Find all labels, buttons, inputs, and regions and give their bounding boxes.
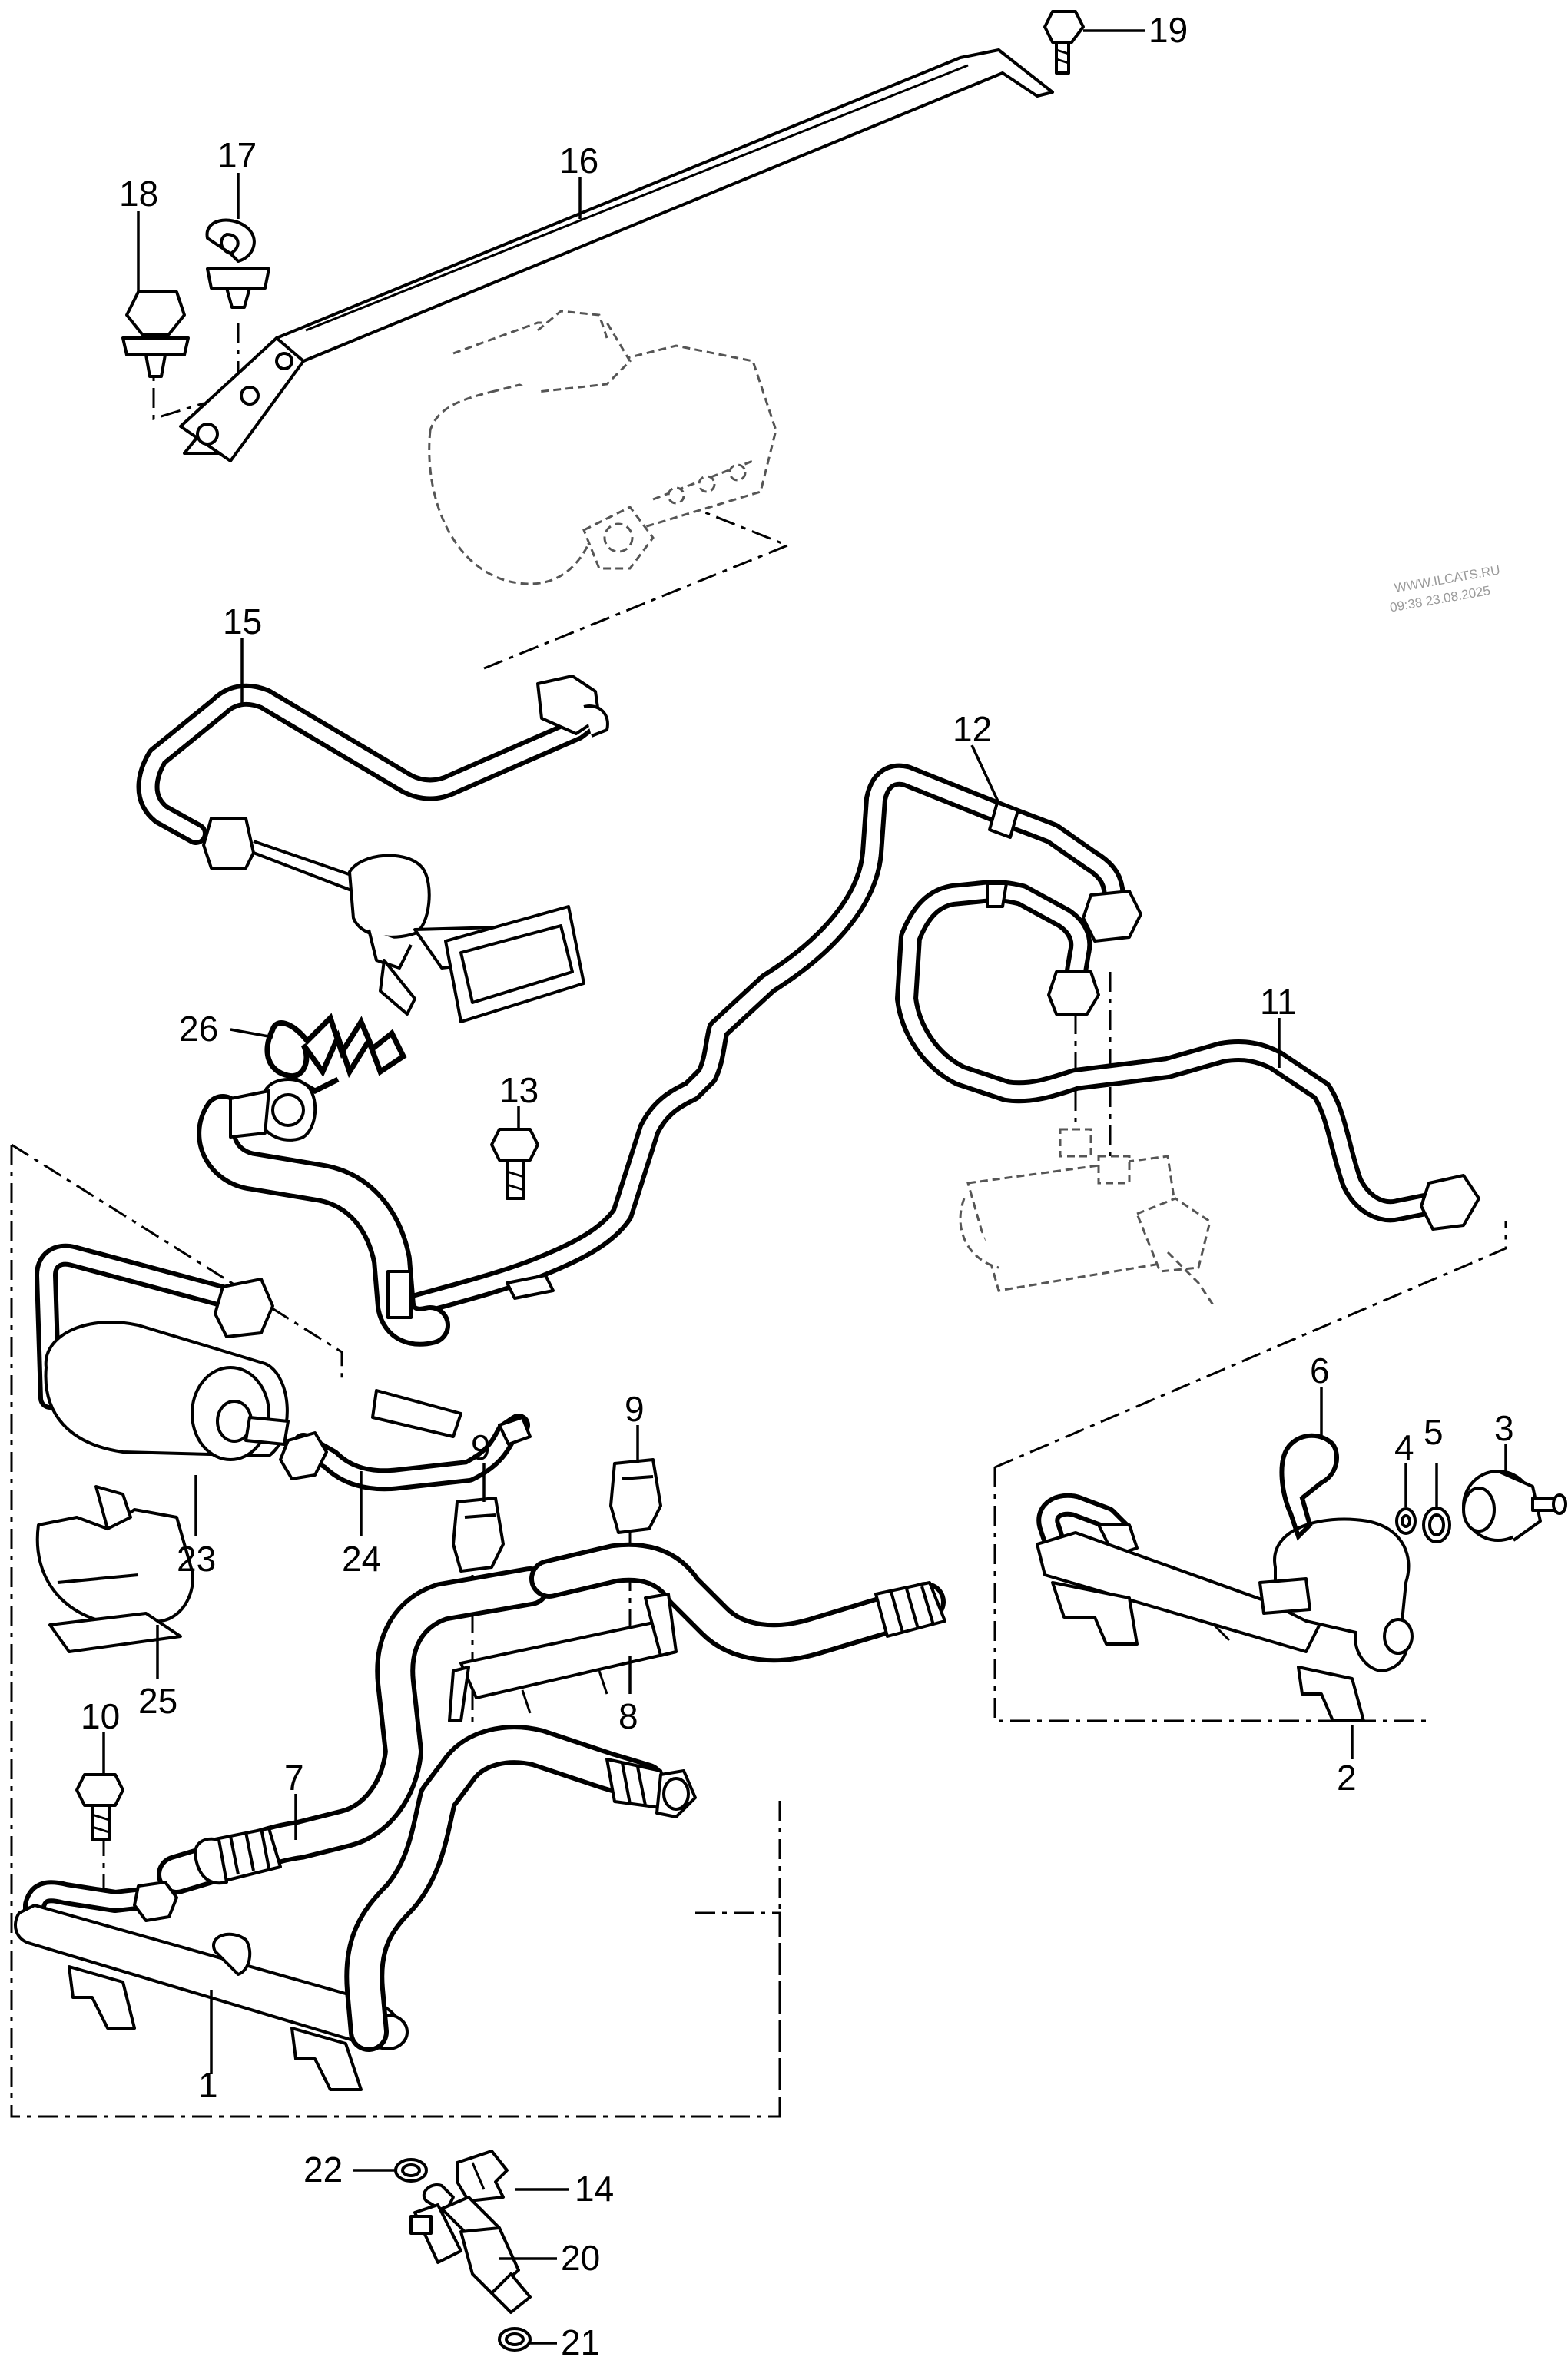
engine-phantom [428, 310, 777, 585]
part-9-clip-left [452, 1497, 505, 1573]
watermark: WWW.ILCATS.RU 09:38 23.08.2025 [1389, 562, 1501, 615]
return-hose-elbow [197, 1078, 555, 1347]
callout-9-right: 9 [625, 1389, 645, 1429]
callout-10: 10 [81, 1696, 120, 1736]
callout-17: 17 [217, 135, 257, 175]
distributor-phantom [959, 1128, 1215, 1307]
part-7-fuel-hose [157, 1542, 946, 1894]
part-17-clip [205, 218, 270, 309]
part-9-clip-right [609, 1458, 662, 1534]
callout-11: 11 [1260, 982, 1297, 1022]
callout-labels: 1 2 3 4 5 6 7 8 9 9 10 11 12 13 14 15 16… [81, 10, 1514, 2362]
leader-lines [102, 29, 1507, 2345]
callout-20: 20 [561, 2238, 600, 2278]
part-20-injector [409, 2183, 532, 2314]
callout-9-left: 9 [471, 1427, 491, 1467]
callout-18: 18 [119, 174, 158, 214]
callout-25: 25 [138, 1681, 177, 1721]
callout-3: 3 [1494, 1408, 1514, 1448]
callout-15: 15 [223, 602, 262, 641]
part-25-filter-clamp [35, 1485, 194, 1653]
callout-5: 5 [1424, 1412, 1444, 1452]
dash-engine-to-15 [483, 506, 791, 670]
callout-21: 21 [561, 2322, 600, 2362]
callout-2: 2 [1337, 1758, 1357, 1798]
callout-23: 23 [177, 1539, 216, 1579]
callout-12: 12 [953, 709, 992, 749]
callout-14: 14 [575, 2169, 614, 2209]
part-21-seal [498, 2327, 532, 2352]
part-4-seal [1395, 1507, 1417, 1535]
part-23-fuel-filter [35, 1243, 290, 1461]
part-12-fuel-line [388, 763, 1480, 1321]
part-24-fuel-line [279, 1389, 532, 1492]
part-5-ring [1422, 1507, 1451, 1543]
callout-7: 7 [284, 1758, 304, 1798]
callout-19: 19 [1149, 10, 1188, 50]
part-14-clip [456, 2150, 509, 2203]
callout-22: 22 [303, 2150, 343, 2189]
callout-1: 1 [198, 2065, 218, 2105]
part-10-bolt [75, 1773, 124, 1841]
dash-box-right [993, 1221, 1507, 1722]
callout-8: 8 [618, 1696, 638, 1736]
part-1-fuel-rail-left [14, 1725, 697, 2091]
callout-4: 4 [1394, 1427, 1414, 1467]
callout-6: 6 [1310, 1351, 1330, 1391]
dash-1-right [695, 1911, 781, 2120]
part-3-pressure-regulator [1462, 1470, 1567, 1542]
part-6-clip [1279, 1433, 1339, 1541]
part-15-vacuum-line [136, 675, 609, 1023]
callout-16: 16 [559, 141, 598, 181]
part-22-seal [394, 2158, 428, 2183]
callout-26: 26 [179, 1009, 218, 1049]
part-2-fuel-rail-right [1036, 1493, 1414, 1722]
part-19-bolt [1043, 10, 1085, 75]
callout-13: 13 [499, 1070, 539, 1110]
callout-24: 24 [342, 1539, 381, 1579]
part-16-support-bracket [179, 48, 1054, 462]
dash-left-diagonal [11, 1143, 343, 1383]
part-8-holder [448, 1593, 678, 1722]
part-18-clip [121, 290, 190, 378]
part-13-bolt [490, 1128, 539, 1200]
